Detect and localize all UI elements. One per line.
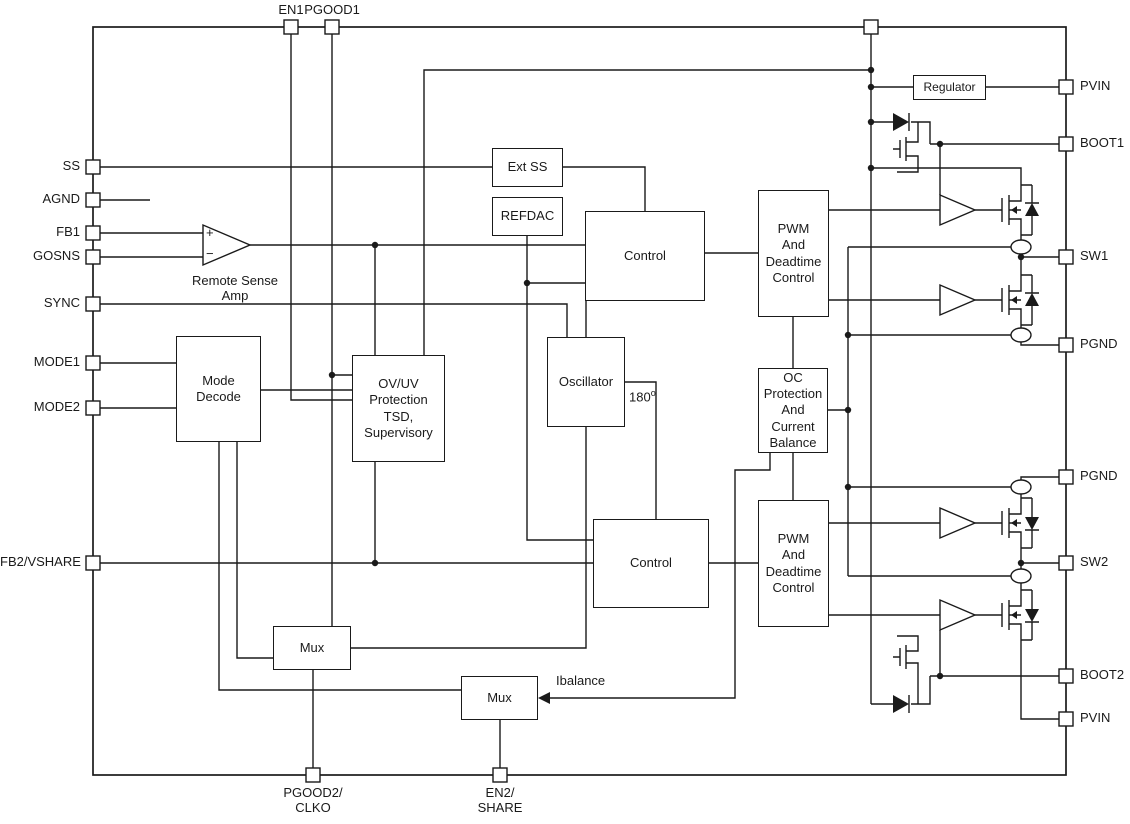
wire-boot-diode1-out — [911, 121, 931, 144]
pin-label-sync: SYNC — [43, 295, 80, 310]
block-control2: Control — [593, 519, 709, 608]
pin-label-en1: EN1 — [278, 2, 304, 17]
block-oc-protection: OC Protection And Current Balance — [758, 368, 828, 453]
wire-m4-pvin — [1020, 640, 1059, 720]
pin-label-pgnd-1: PGND — [1080, 336, 1118, 351]
pin-mode2 — [85, 400, 101, 416]
pin-label-pvin-2: PVIN — [1080, 710, 1111, 725]
wire-osc-control2 — [625, 381, 657, 519]
gate-driver-4-icon — [939, 598, 977, 632]
current-sense-4-icon — [1010, 568, 1032, 584]
wire-ibalance — [549, 453, 771, 699]
pin-label-en2-share: EN2/ SHARE — [477, 785, 523, 815]
wire-osc-mux1 — [351, 427, 587, 649]
wire-en1 — [290, 34, 352, 401]
block-pwm-deadtime-1: PWM And Deadtime Control — [758, 190, 829, 317]
pin-label-pvin-1: PVIN — [1080, 78, 1111, 93]
pin-gosns — [85, 249, 101, 265]
pin-label-pgood2-clko: PGOOD2/ CLKO — [283, 785, 343, 815]
boot-diode2-icon — [893, 695, 909, 713]
block-mux1: Mux — [273, 626, 351, 670]
boot-fet2-icon — [893, 635, 919, 704]
pin-pvin-1 — [1058, 79, 1074, 95]
pin-fb2-vshare — [85, 555, 101, 571]
mosfet-lowside-2-icon — [994, 497, 1039, 549]
pin-label-sw1: SW1 — [1080, 248, 1109, 263]
pin-label-boot1: BOOT1 — [1080, 135, 1125, 150]
pin-label-gosns: GOSNS — [33, 248, 80, 263]
wire-supervisory-top — [423, 69, 871, 355]
junction-dots — [328, 66, 1025, 680]
gate-driver-3-icon — [939, 506, 977, 540]
block-control1: Control — [585, 211, 705, 301]
pin-pgood1 — [324, 19, 340, 35]
remote-sense-amp-icon — [202, 223, 252, 267]
block-mode-decode: Mode Decode — [176, 336, 261, 442]
mosfet-highside-1-icon — [994, 184, 1039, 236]
block-regulator: Regulator — [913, 75, 986, 100]
wire-modedecode-mux2 — [218, 442, 461, 691]
pin-fb1 — [85, 225, 101, 241]
pin-label-fb1: FB1 — [56, 224, 80, 239]
block-ovuv-protection: OV/UV Protection TSD, Supervisory — [352, 355, 445, 462]
pin-pgnd-2 — [1058, 469, 1074, 485]
pin-ss — [85, 159, 101, 175]
pin-mode1 — [85, 355, 101, 371]
opamp-plus-sign: + — [206, 225, 214, 240]
block-pwm-deadtime-2: PWM And Deadtime Control — [758, 500, 829, 627]
boot-fet1-icon — [893, 122, 919, 173]
wire-boot-diode2-out — [911, 676, 931, 705]
current-sense-3-icon — [1010, 479, 1032, 495]
wire-modedecode-mux1 — [236, 442, 273, 659]
wire-refdac — [526, 236, 593, 541]
mosfet-lowside-1-icon — [994, 274, 1039, 326]
block-mux2: Mux — [461, 676, 538, 720]
pin-agnd — [85, 192, 101, 208]
pin-label-sw2: SW2 — [1080, 554, 1109, 569]
pin-pgnd-1 — [1058, 337, 1074, 353]
pin-label-agnd: AGND — [42, 191, 80, 206]
pin-sw2 — [1058, 555, 1074, 571]
pin-label-pgnd-2: PGND — [1080, 468, 1118, 483]
wire-m1-pvin — [871, 167, 1022, 185]
pin-label-boot2: BOOT2 — [1080, 667, 1125, 682]
boot-diode1-icon — [893, 113, 909, 131]
pin-pvin-top-rail — [863, 19, 879, 35]
pin-label-mode1: MODE1 — [33, 354, 80, 369]
current-sense-1-icon — [1010, 239, 1032, 255]
block-refdac: REFDAC — [492, 197, 563, 236]
pin-sync — [85, 296, 101, 312]
opamp-minus-sign: − — [206, 246, 214, 261]
pin-en2-share — [492, 767, 508, 783]
gate-driver-2-icon — [939, 283, 977, 317]
pin-label-ss: SS — [62, 158, 80, 173]
gate-driver-1-icon — [939, 193, 977, 227]
pin-label-fb2-vshare: FB2/VSHARE — [0, 554, 81, 569]
pin-pvin-2 — [1058, 711, 1074, 727]
remote-sense-amp-label: Remote Sense Amp — [192, 273, 278, 303]
ibalance-label: Ibalance — [556, 673, 606, 688]
phase-shift-label: 180o — [629, 388, 656, 405]
pin-boot2 — [1058, 668, 1074, 684]
pin-pgood2-clko — [305, 767, 321, 783]
pin-label-mode2: MODE2 — [33, 399, 80, 414]
pin-label-pgood1: PGOOD1 — [304, 2, 360, 17]
pin-squares — [85, 19, 1074, 783]
block-ext-ss: Ext SS — [492, 148, 563, 187]
wire-extss-control1 — [563, 166, 646, 211]
current-sense-2-icon — [1010, 327, 1032, 343]
pin-en1 — [283, 19, 299, 35]
block-oscillator: Oscillator — [547, 337, 625, 427]
wire-sync — [100, 303, 568, 337]
pin-boot1 — [1058, 136, 1074, 152]
mosfet-highside-2-icon — [994, 589, 1039, 641]
pin-sw1 — [1058, 249, 1074, 265]
ibalance-arrowhead-icon — [538, 692, 550, 704]
